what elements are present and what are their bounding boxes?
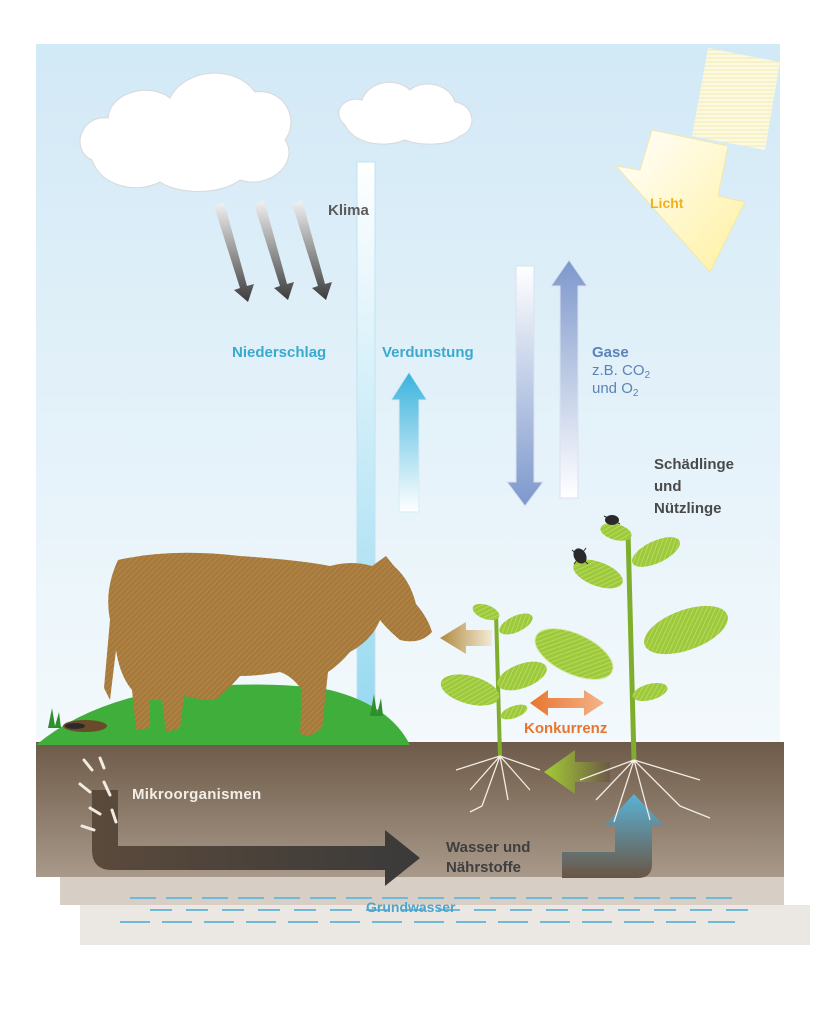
gas-exchange-arrows: [506, 259, 588, 507]
label-niederschlag: Niederschlag: [232, 344, 327, 361]
label-gase: Gase z.B. CO2 und O2: [592, 344, 651, 399]
root-uptake-arrow: [544, 750, 610, 794]
gase-co2-line: z.B. CO2: [592, 362, 651, 381]
evaporation-arrow: [390, 371, 428, 513]
schaedlinge-line1: Schädlinge: [654, 456, 735, 473]
rain-arrow-icon: [214, 200, 332, 302]
label-grundwasser: Grundwasser: [366, 899, 456, 915]
label-wasser-naehrstoffe: Wasser und Nährstoffe: [446, 838, 530, 878]
gase-co2-sub: 2: [644, 370, 651, 381]
groundwater-lines: [120, 897, 750, 923]
schaedlinge-line2: und: [654, 478, 682, 495]
gase-o2-line: und O2: [592, 380, 650, 399]
label-verdunstung: Verdunstung: [382, 344, 474, 361]
label-licht: Licht: [650, 195, 684, 211]
label-konkurrenz: Konkurrenz: [524, 720, 608, 737]
gase-title: Gase: [592, 344, 629, 361]
plant-icon: [440, 603, 547, 757]
microorganism-icon: [78, 756, 118, 832]
nutrient-flow-arrow: [92, 790, 664, 886]
beetle-icon: [571, 547, 589, 565]
gase-o2-sub: 2: [632, 388, 639, 399]
root-icon: [455, 755, 711, 823]
wasser-line1: Wasser und: [446, 839, 531, 856]
beetle-icon: [603, 515, 621, 525]
label-schaedlinge: Schädlinge und Nützlinge: [654, 454, 734, 520]
gase-o2-prefix: und O: [592, 380, 633, 397]
competition-arrow: [530, 690, 604, 716]
schaedlinge-line3: Nützlinge: [654, 500, 722, 517]
wasser-line2: Nährstoffe: [446, 859, 522, 876]
feeding-arrow: [440, 622, 492, 654]
sun-icon: [614, 48, 780, 273]
gase-co2-prefix: z.B. CO: [592, 362, 645, 379]
cloud-icon: [79, 72, 292, 192]
label-mikroorganismen: Mikroorganismen: [132, 786, 262, 803]
label-klima: Klima: [328, 202, 369, 219]
plant-icon: [534, 523, 728, 761]
cow-icon: [104, 552, 432, 736]
cloud-icon: [338, 81, 473, 145]
